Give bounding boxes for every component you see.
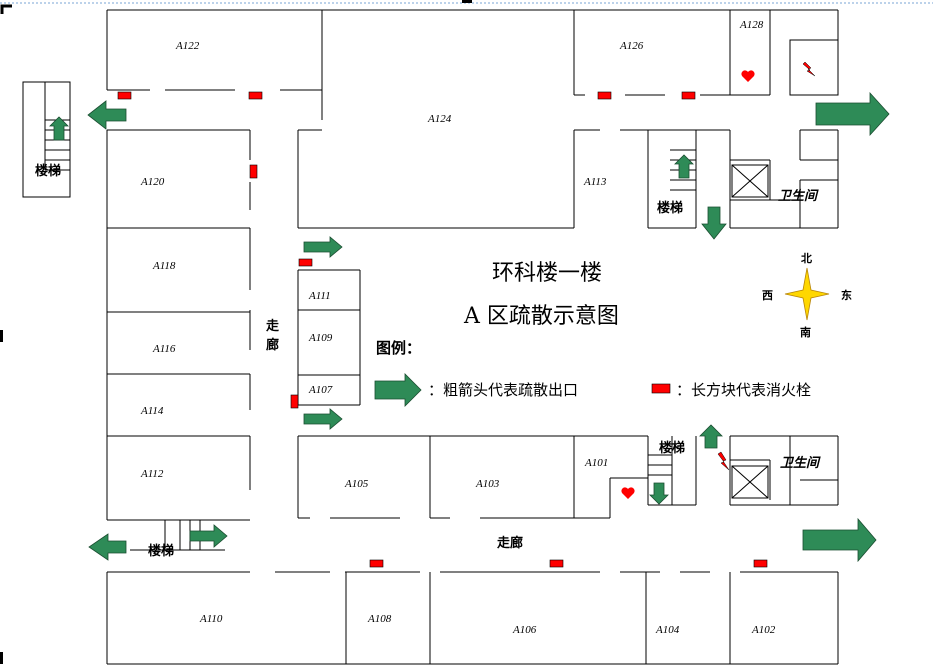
stair-up-arrow-upper [674, 154, 694, 179]
compass-east: 东 [841, 288, 852, 302]
compass-south: 南 [800, 325, 811, 339]
hydrant-icon [597, 91, 612, 100]
legend-hydrant-icon [651, 383, 671, 394]
corridor-label-v1: 走 [266, 318, 280, 334]
compass-west: 西 [762, 289, 773, 302]
heart-icon [741, 70, 755, 82]
room-label-a106: A106 [512, 624, 537, 636]
hydrant-icon [248, 91, 263, 100]
exit-arrow-up-south [699, 424, 723, 449]
room-label-a126: A126 [619, 40, 644, 52]
room-label-a113: A113 [583, 176, 607, 188]
room-label-a110: A110 [199, 613, 223, 625]
room-label-a102: A102 [751, 624, 776, 636]
restroom-label-upper: 卫生间 [778, 188, 819, 204]
room-label-a107: A107 [308, 384, 333, 396]
legend-arrow-icon [374, 373, 422, 407]
room-label-a114: A114 [140, 405, 164, 417]
room-label-a124: A124 [427, 113, 452, 125]
room-label-a112: A112 [140, 468, 164, 480]
exit-arrow-east-corridor-1 [303, 236, 343, 258]
heart-icon [621, 487, 635, 499]
exit-arrow-east-corridor-2 [303, 408, 343, 430]
exit-arrow-east-top [815, 91, 890, 137]
lightning-icon [717, 451, 730, 471]
room-label-a111: A111 [308, 290, 331, 302]
hydrant-icon [681, 91, 696, 100]
room-label-a120: A120 [140, 176, 165, 188]
room-label-a104: A104 [655, 624, 680, 636]
exit-arrow-west-bottom [88, 533, 127, 561]
compass-star-icon [784, 267, 830, 321]
room-label-a128: A128 [739, 19, 764, 31]
compass-north: 北 [801, 251, 812, 265]
stairs-label-upper: 楼梯 [657, 200, 683, 216]
hydrant-icon [549, 559, 564, 568]
hydrant-icon [290, 394, 299, 409]
hydrants [117, 91, 768, 568]
room-label-a116: A116 [152, 343, 176, 355]
walls [22, 9, 839, 665]
exit-arrow-east-bottom [802, 517, 877, 563]
room-label-a105: A105 [344, 478, 369, 490]
stairs-label-west-tower: 楼梯 [35, 163, 61, 179]
room-label-a109: A109 [308, 332, 333, 344]
legend-block-text: ：长方块代表消火栓 [676, 381, 811, 399]
stairs-label-south: 楼梯 [659, 440, 685, 456]
stair-down-arrow-south [649, 482, 669, 505]
corridor-label-south: 走廊 [497, 535, 523, 551]
lightning-icon [802, 61, 816, 77]
title-line-2: A 区疏散示意图 [463, 304, 619, 329]
hydrant-icon [369, 559, 384, 568]
hydrant-icon [298, 258, 313, 267]
legend-arrow-text: ：粗箭头代表疏散出口 [428, 381, 578, 399]
exit-arrow-west-top [87, 100, 127, 130]
room-label-a122: A122 [175, 40, 200, 52]
stair-up-arrow-left [49, 116, 69, 141]
room-label-a118: A118 [152, 260, 176, 272]
hydrant-icon [753, 559, 768, 568]
corridor-label-v2: 廊 [266, 337, 279, 353]
hydrant-icon [249, 164, 258, 179]
exit-arrow-down-upper [701, 206, 727, 240]
room-label-a101: A101 [584, 457, 608, 469]
room-label-a108: A108 [367, 613, 392, 625]
restroom-label-south: 卫生间 [780, 455, 821, 471]
hydrant-icon [117, 91, 132, 100]
title-line-1: 环科楼一楼 [492, 261, 602, 286]
legend-heading: 图例： [376, 339, 421, 357]
stairs-label-west-bottom: 楼梯 [148, 543, 174, 559]
exit-arrows [49, 91, 890, 563]
exit-arrow-east-stair [189, 524, 228, 548]
room-label-a103: A103 [475, 478, 500, 490]
